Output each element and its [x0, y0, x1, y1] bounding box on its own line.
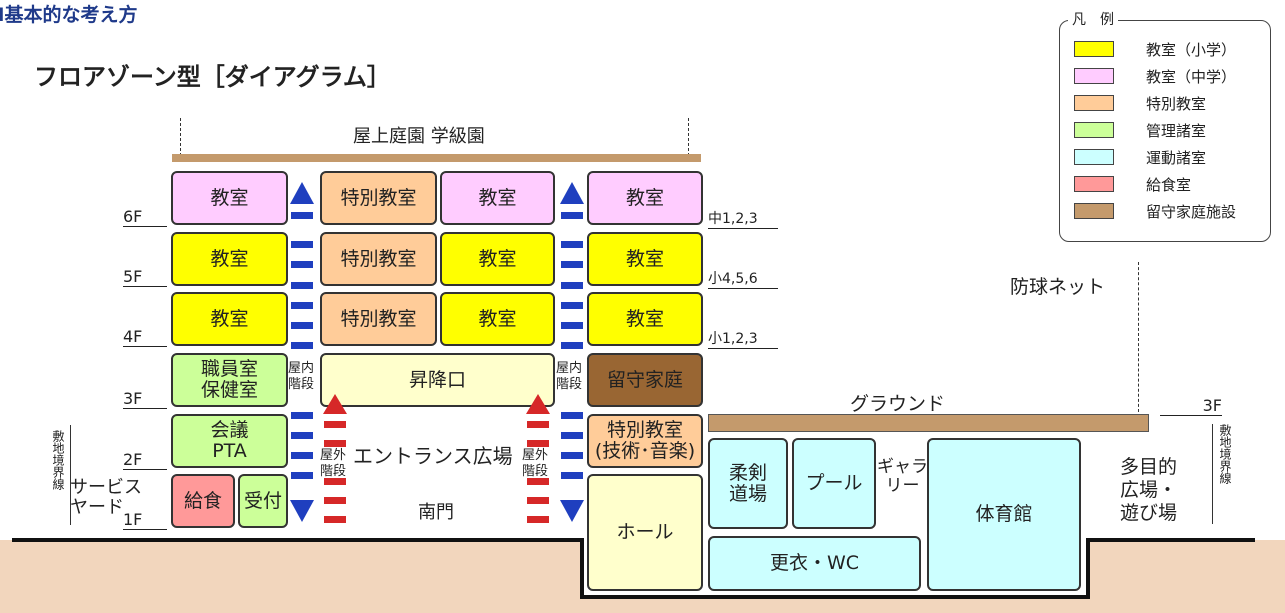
rooftop-dash-right	[688, 118, 689, 156]
floor-label-6f: 6F	[123, 207, 167, 227]
legend-swatch	[1074, 149, 1114, 165]
classroom-elem-5f-c: 教室	[587, 232, 703, 286]
staff-health-room: 職員室 保健室	[171, 353, 288, 407]
multipurpose-plaza-label: 多目的 広場・ 遊び場	[1120, 456, 1178, 524]
reception: 受付	[238, 474, 288, 528]
legend-box: 凡 例 教室（小学） 教室（中学） 特別教室管理諸室運動諸室給食室留守家庭施設	[1059, 9, 1271, 242]
legend-item: 教室（中学）	[1074, 66, 1284, 88]
classroom-elem-4f-c: 教室	[587, 292, 703, 346]
floor-label-1f: 1F	[123, 510, 167, 530]
legend-label: 留守家庭施設	[1146, 203, 1237, 221]
special-classroom-5f: 特別教室	[320, 232, 437, 286]
classroom-elem-5f-b: 教室	[440, 232, 555, 286]
boundary-label-right: 敷地境界線	[1218, 424, 1232, 484]
rooftop-bar	[172, 154, 701, 162]
legend-swatch	[1074, 203, 1114, 219]
indoor-stairs-right-label: 屋内 階段	[556, 361, 583, 392]
gallery-label: ギャラ リー	[877, 457, 928, 496]
legend-item: 特別教室	[1074, 93, 1284, 115]
floor-label-4f: 4F	[123, 327, 167, 347]
legend-label: 給食室	[1146, 176, 1192, 194]
legend-swatch	[1074, 68, 1114, 84]
earth-fill	[0, 540, 1285, 613]
boundary-line-right	[1212, 424, 1213, 524]
elevator-hall: 昇降口	[320, 353, 555, 407]
legend-item: 運動諸室	[1074, 147, 1284, 169]
outdoor-stairs-left-label: 屋外 階段	[320, 448, 347, 480]
legend-swatch	[1074, 41, 1114, 57]
ball-net-line	[1138, 262, 1139, 412]
legend-swatch	[1074, 176, 1114, 192]
grade-note-4f: 小1,2,3	[708, 328, 778, 349]
floor-label-3f: 3F	[123, 389, 167, 409]
floor-label-2f: 2F	[123, 450, 167, 470]
ground-label: グラウンド	[850, 393, 946, 415]
meeting-pta-room: 会議 PTA	[171, 414, 288, 468]
boundary-line-left	[70, 425, 71, 525]
classroom-elem-5f-a: 教室	[171, 232, 288, 286]
legend-item: 管理諸室	[1074, 120, 1284, 142]
boundary-label-left: 敷地境界線	[51, 430, 65, 490]
grade-note-5f: 小4,5,6	[708, 268, 778, 289]
special-classroom-6f: 特別教室	[320, 171, 437, 225]
legend-swatch	[1074, 122, 1114, 138]
classroom-middle-6f-c: 教室	[587, 171, 703, 225]
classroom-elem-4f-a: 教室	[171, 292, 288, 346]
outdoor-stairs-right-label: 屋外 階段	[522, 448, 549, 480]
ground-line	[12, 538, 1255, 599]
hall: ホール	[587, 474, 703, 591]
ground-floor-label: 3F	[1160, 396, 1222, 416]
gymnasium: 体育館	[927, 438, 1081, 591]
legend-title: 凡 例	[1068, 9, 1118, 29]
special-classroom-tech-music: 特別教室 (技術･音楽)	[587, 414, 703, 468]
legend-item: 給食室	[1074, 174, 1284, 196]
entrance-plaza-label: エントランス広場	[353, 444, 513, 468]
ball-net-label: 防球ネット	[1010, 276, 1106, 298]
rooftop-garden-label: 屋上庭園 学級園	[353, 126, 485, 147]
legend-item: 教室（小学）	[1074, 39, 1284, 61]
classroom-middle-6f-b: 教室	[440, 171, 555, 225]
locker-wc: 更衣・WC	[708, 536, 921, 591]
diagram-subtitle: フロアゾーン型［ダイアグラム］	[34, 63, 391, 91]
legend-item: 留守家庭施設	[1074, 201, 1284, 223]
indoor-stairs-left-label: 屋内 階段	[288, 361, 315, 392]
floor-label-5f: 5F	[123, 267, 167, 287]
legend-label: 教室（中学）	[1146, 68, 1237, 86]
legend-swatch	[1074, 95, 1114, 111]
classroom-elem-4f-b: 教室	[440, 292, 555, 346]
page-heading: Ⅱ基本的な考え方	[0, 4, 138, 26]
pool: プール	[792, 438, 876, 529]
legend-label: 教室（小学）	[1146, 41, 1237, 59]
grade-note-6f: 中1,2,3	[708, 208, 778, 229]
legend-label: 特別教室	[1146, 95, 1207, 113]
legend-label: 運動諸室	[1146, 149, 1207, 167]
ground-bar	[708, 414, 1149, 432]
legend-label: 管理諸室	[1146, 122, 1207, 140]
after-school-care: 留守家庭	[587, 353, 703, 407]
judo-kendo-dojo: 柔剣 道場	[708, 438, 788, 529]
rooftop-dash-left	[180, 118, 181, 156]
south-gate-label: 南門	[418, 502, 454, 523]
classroom-middle-6f-a: 教室	[171, 171, 288, 225]
lunch-room: 給食	[171, 474, 235, 528]
special-classroom-4f: 特別教室	[320, 292, 437, 346]
service-yard-label: サービス ヤード	[70, 477, 142, 518]
